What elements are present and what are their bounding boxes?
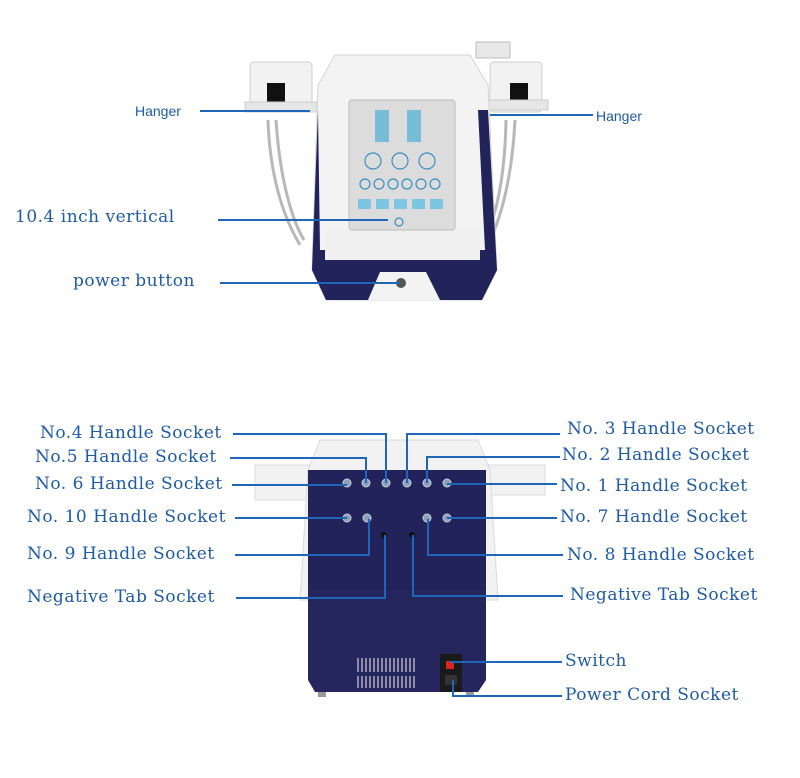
label-no9-socket: No. 9 Handle Socket: [27, 544, 215, 564]
label-negative-tab-left: Negative Tab Socket: [27, 587, 215, 607]
touch-screen: [348, 99, 456, 231]
label-no3-socket: No. 3 Handle Socket: [567, 419, 755, 439]
label-no7-socket: No. 7 Handle Socket: [560, 507, 748, 527]
back-panel-upper: [308, 470, 486, 590]
label-screen: 10.4 inch vertical: [15, 207, 175, 227]
back-view: [254, 439, 546, 697]
label-no4-socket: No.4 Handle Socket: [40, 423, 222, 443]
label-no10-socket: No. 10 Handle Socket: [27, 507, 226, 527]
label-no6-socket: No. 6 Handle Socket: [35, 474, 223, 494]
front-view: [244, 41, 549, 301]
power-button-knob: [396, 278, 406, 288]
label-negative-tab-right: Negative Tab Socket: [570, 585, 758, 605]
rocker-switch: [446, 661, 454, 669]
switch-housing: [440, 654, 462, 692]
label-power-button: power button: [73, 271, 195, 291]
label-no2-socket: No. 2 Handle Socket: [562, 445, 750, 465]
left-handpiece-window: [267, 83, 285, 103]
right-handpiece-window: [510, 83, 528, 103]
label-no5-socket: No.5 Handle Socket: [35, 447, 217, 467]
label-hanger-right: Hanger: [596, 108, 642, 124]
label-power-cord-socket: Power Cord Socket: [565, 685, 739, 705]
label-switch: Switch: [565, 651, 627, 671]
callout-lines: [200, 110, 593, 697]
label-no8-socket: No. 8 Handle Socket: [567, 545, 755, 565]
label-no1-socket: No. 1 Handle Socket: [560, 476, 748, 496]
label-hanger-left: Hanger: [135, 103, 181, 119]
